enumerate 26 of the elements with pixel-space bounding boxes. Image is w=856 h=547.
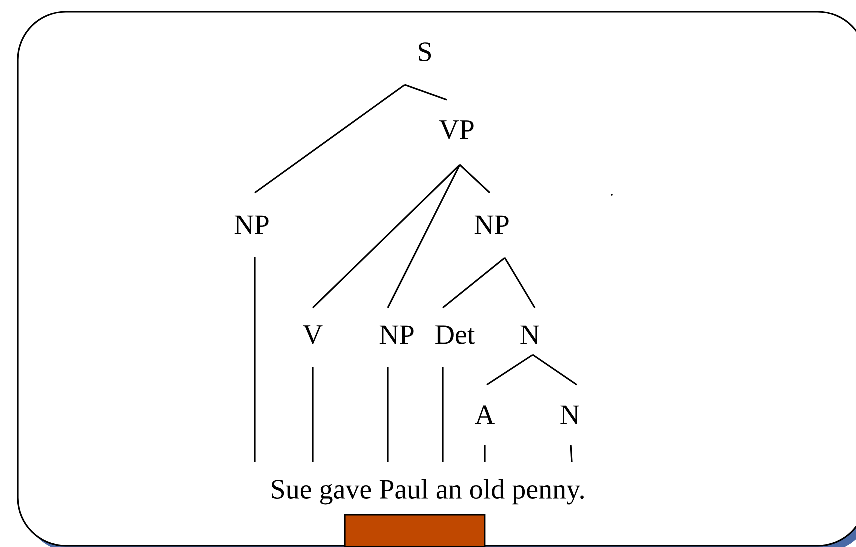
- category-label: N: [520, 326, 540, 344]
- tree-branch: [570, 444, 573, 462]
- category-label: V: [303, 326, 323, 344]
- category-label: S: [419, 42, 432, 62]
- tree-branch: [312, 367, 314, 462]
- tree-branch: [387, 367, 389, 462]
- tree-branch: [532, 354, 578, 386]
- tree-branch: [442, 257, 506, 309]
- tree-branch: [254, 84, 406, 194]
- tree-branch: [387, 164, 461, 308]
- category-label: N: [560, 406, 580, 424]
- tree-branch: [404, 84, 448, 101]
- tree-branch: [486, 354, 534, 386]
- category-label: NP: [474, 216, 509, 234]
- tree-branch: [442, 367, 444, 462]
- tree-branch: [254, 257, 256, 462]
- category-label: Det: [436, 326, 476, 344]
- tree-branch: [459, 164, 491, 194]
- tree-branch: [504, 258, 536, 308]
- category-label: NP: [380, 326, 414, 344]
- tree-branch: [484, 445, 486, 462]
- category-label: VP: [439, 120, 474, 140]
- category-label: NP: [234, 216, 269, 234]
- sentence-text: Sue gave Paul an old penny.: [272, 479, 584, 505]
- tree-branch: [312, 164, 461, 309]
- category-label: A: [475, 406, 495, 424]
